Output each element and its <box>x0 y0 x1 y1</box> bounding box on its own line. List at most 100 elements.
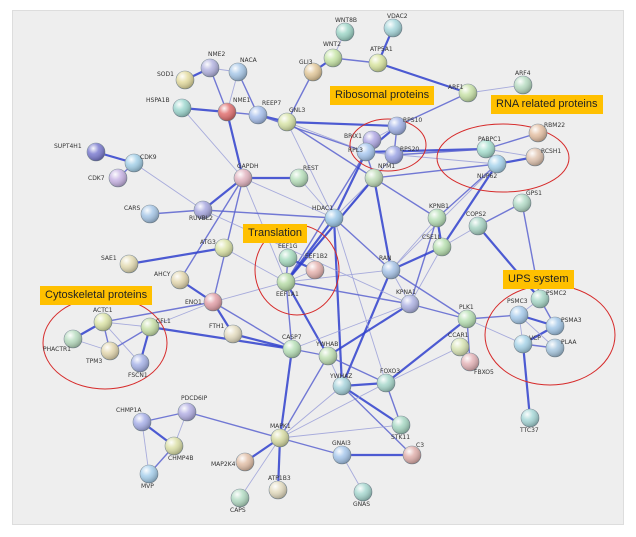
node-cars[interactable]: CARS <box>124 204 160 224</box>
node-label-ccar1: CCAR1 <box>448 332 469 339</box>
node-map2k4[interactable]: MAP2K4 <box>211 452 255 472</box>
node-stk11[interactable]: STK11 <box>391 415 411 441</box>
node-atg3[interactable]: ATG3 <box>200 238 234 258</box>
node-eef1g[interactable]: EEF1G <box>278 243 298 268</box>
node-rcsh1[interactable]: RCSH1 <box>525 147 561 167</box>
node-chmp1a[interactable]: CHMP1A <box>116 407 152 432</box>
node-ywhab[interactable]: YWHAB <box>315 341 338 366</box>
node-ahcy[interactable]: AHCY <box>154 270 190 290</box>
node-wnt2[interactable]: WNT2 <box>323 41 343 68</box>
node-atp1b3[interactable]: ATP1B3 <box>268 475 291 500</box>
node-tpm3[interactable]: TPM3 <box>85 341 120 365</box>
node-gli3[interactable]: GLI3 <box>299 59 323 82</box>
node-cse1l[interactable]: CSE1L <box>422 234 452 257</box>
node-gnai3[interactable]: GNAI3 <box>332 440 352 465</box>
node-fscn1[interactable]: FSCN1 <box>128 353 150 379</box>
node-gloss-chmp1a <box>133 413 151 431</box>
node-gloss-fscn1 <box>131 354 149 372</box>
node-supt4h1[interactable]: SUPT4H1 <box>54 142 106 162</box>
node-plaa[interactable]: PLAA <box>545 338 577 358</box>
node-kpna1[interactable]: KPNA1 <box>396 289 420 314</box>
node-rpl3[interactable]: RPL3 <box>348 142 376 162</box>
node-cdk9[interactable]: CDK9 <box>124 153 157 173</box>
node-gloss-plaa <box>546 339 564 357</box>
node-kpnb1[interactable]: KPNB1 <box>427 203 449 228</box>
node-label-fscn1: FSCN1 <box>128 372 148 379</box>
node-rps10[interactable]: RPS10 <box>387 116 422 136</box>
node-mapk1[interactable]: MAPK1 <box>270 423 291 448</box>
node-gnas[interactable]: GNAS <box>353 482 373 508</box>
node-hdac1[interactable]: HDAC1 <box>312 205 344 228</box>
edge-cfl1-casp7 <box>149 325 293 351</box>
node-npm1[interactable]: NPM1 <box>364 163 395 188</box>
node-gps1[interactable]: GPS1 <box>512 190 542 213</box>
node-rbm22[interactable]: RBM22 <box>528 122 565 143</box>
edge-nup62-npm1 <box>373 163 498 179</box>
node-psmc2[interactable]: PSMC2 <box>530 289 567 309</box>
node-ccar1[interactable]: CCAR1 <box>448 332 470 357</box>
node-pdcd6ip[interactable]: PDCD6IP <box>177 395 208 422</box>
node-ywhaz[interactable]: YWHAZ <box>329 373 352 396</box>
node-sod1[interactable]: SOD1 <box>157 70 195 90</box>
node-gapdh[interactable]: GAPDH <box>233 163 259 188</box>
node-label-hspa1b: HSPA1B <box>146 97 170 104</box>
node-nme1[interactable]: NME1 <box>217 97 250 122</box>
node-casp7[interactable]: CASP7 <box>282 334 302 359</box>
node-label-rps20: RPS20 <box>400 146 419 153</box>
node-phactr1[interactable]: PHACTR1 <box>43 329 83 353</box>
node-naca[interactable]: NACA <box>228 57 258 82</box>
node-ran[interactable]: RAN <box>379 255 401 280</box>
node-rps20[interactable]: RPS20 <box>384 145 419 165</box>
node-label-phactr1: PHACTR1 <box>43 346 71 353</box>
node-ttc37[interactable]: TTC37 <box>519 408 540 434</box>
node-cfl1[interactable]: CFL1 <box>140 317 171 337</box>
node-gloss-supt4h1 <box>87 143 105 161</box>
node-gloss-pdcd6ip <box>178 403 196 421</box>
node-mvp[interactable]: MVP <box>139 464 159 490</box>
node-pabpc1[interactable]: PABPC1 <box>476 136 501 159</box>
node-plk1[interactable]: PLK1 <box>457 304 477 329</box>
node-label-wnt8b: WNT8B <box>335 17 357 24</box>
node-chmp4b[interactable]: CHMP4B <box>164 436 193 462</box>
node-gloss-sod1 <box>176 71 194 89</box>
node-eef1b2[interactable]: EEF1B2 <box>305 253 328 280</box>
node-reep7[interactable]: REEP7 <box>248 100 281 125</box>
node-label-reep7: REEP7 <box>262 100 281 107</box>
node-arf1[interactable]: ARF1 <box>448 83 478 103</box>
edge-cse1l-ran <box>390 245 443 272</box>
node-actc1[interactable]: ACTC1 <box>93 307 113 332</box>
node-gloss-cse1l <box>433 238 451 256</box>
node-caps[interactable]: CAPS <box>230 488 250 514</box>
node-arf4[interactable]: ARF4 <box>513 70 533 95</box>
node-rest[interactable]: REST <box>289 165 319 188</box>
node-vcp[interactable]: VCP <box>513 334 541 354</box>
node-foxo3[interactable]: FOXO3 <box>376 368 400 393</box>
node-hspa1b[interactable]: HSPA1B <box>146 97 192 118</box>
node-eef1a1[interactable]: EEF1A1 <box>276 272 299 298</box>
node-gloss-atp1b3 <box>269 481 287 499</box>
node-gloss-stk11 <box>392 416 410 434</box>
node-eno1[interactable]: ENO1 <box>185 292 223 312</box>
node-ruvbl2[interactable]: RUVBL2 <box>189 200 213 222</box>
node-nme2[interactable]: NME2 <box>200 51 225 78</box>
node-cops2[interactable]: COPS2 <box>466 211 488 236</box>
node-gnl3[interactable]: GNL3 <box>277 107 305 132</box>
node-sae1[interactable]: SAE1 <box>101 254 139 274</box>
node-gloss-vcp <box>514 335 532 353</box>
node-cdk7[interactable]: CDK7 <box>88 168 128 188</box>
node-atp5a1[interactable]: ATP5A1 <box>368 46 393 73</box>
node-label-eno1: ENO1 <box>185 299 202 306</box>
node-fbxo5[interactable]: FBXO5 <box>460 352 494 376</box>
edge-mapk1-ywhab <box>279 355 329 439</box>
node-vdac2[interactable]: VDAC2 <box>383 13 408 38</box>
node-nup62[interactable]: NUP62 <box>477 154 507 180</box>
node-fth1[interactable]: FTH1 <box>209 323 243 344</box>
node-label-gnas: GNAS <box>353 501 370 508</box>
node-label-arf1: ARF1 <box>448 84 464 91</box>
node-psma3[interactable]: PSMA3 <box>545 316 582 336</box>
node-label-sae1: SAE1 <box>101 255 117 262</box>
node-psmc3[interactable]: PSMC3 <box>507 298 529 325</box>
node-wnt8b[interactable]: WNT8B <box>335 17 357 42</box>
node-c3[interactable]: C3 <box>402 442 424 465</box>
